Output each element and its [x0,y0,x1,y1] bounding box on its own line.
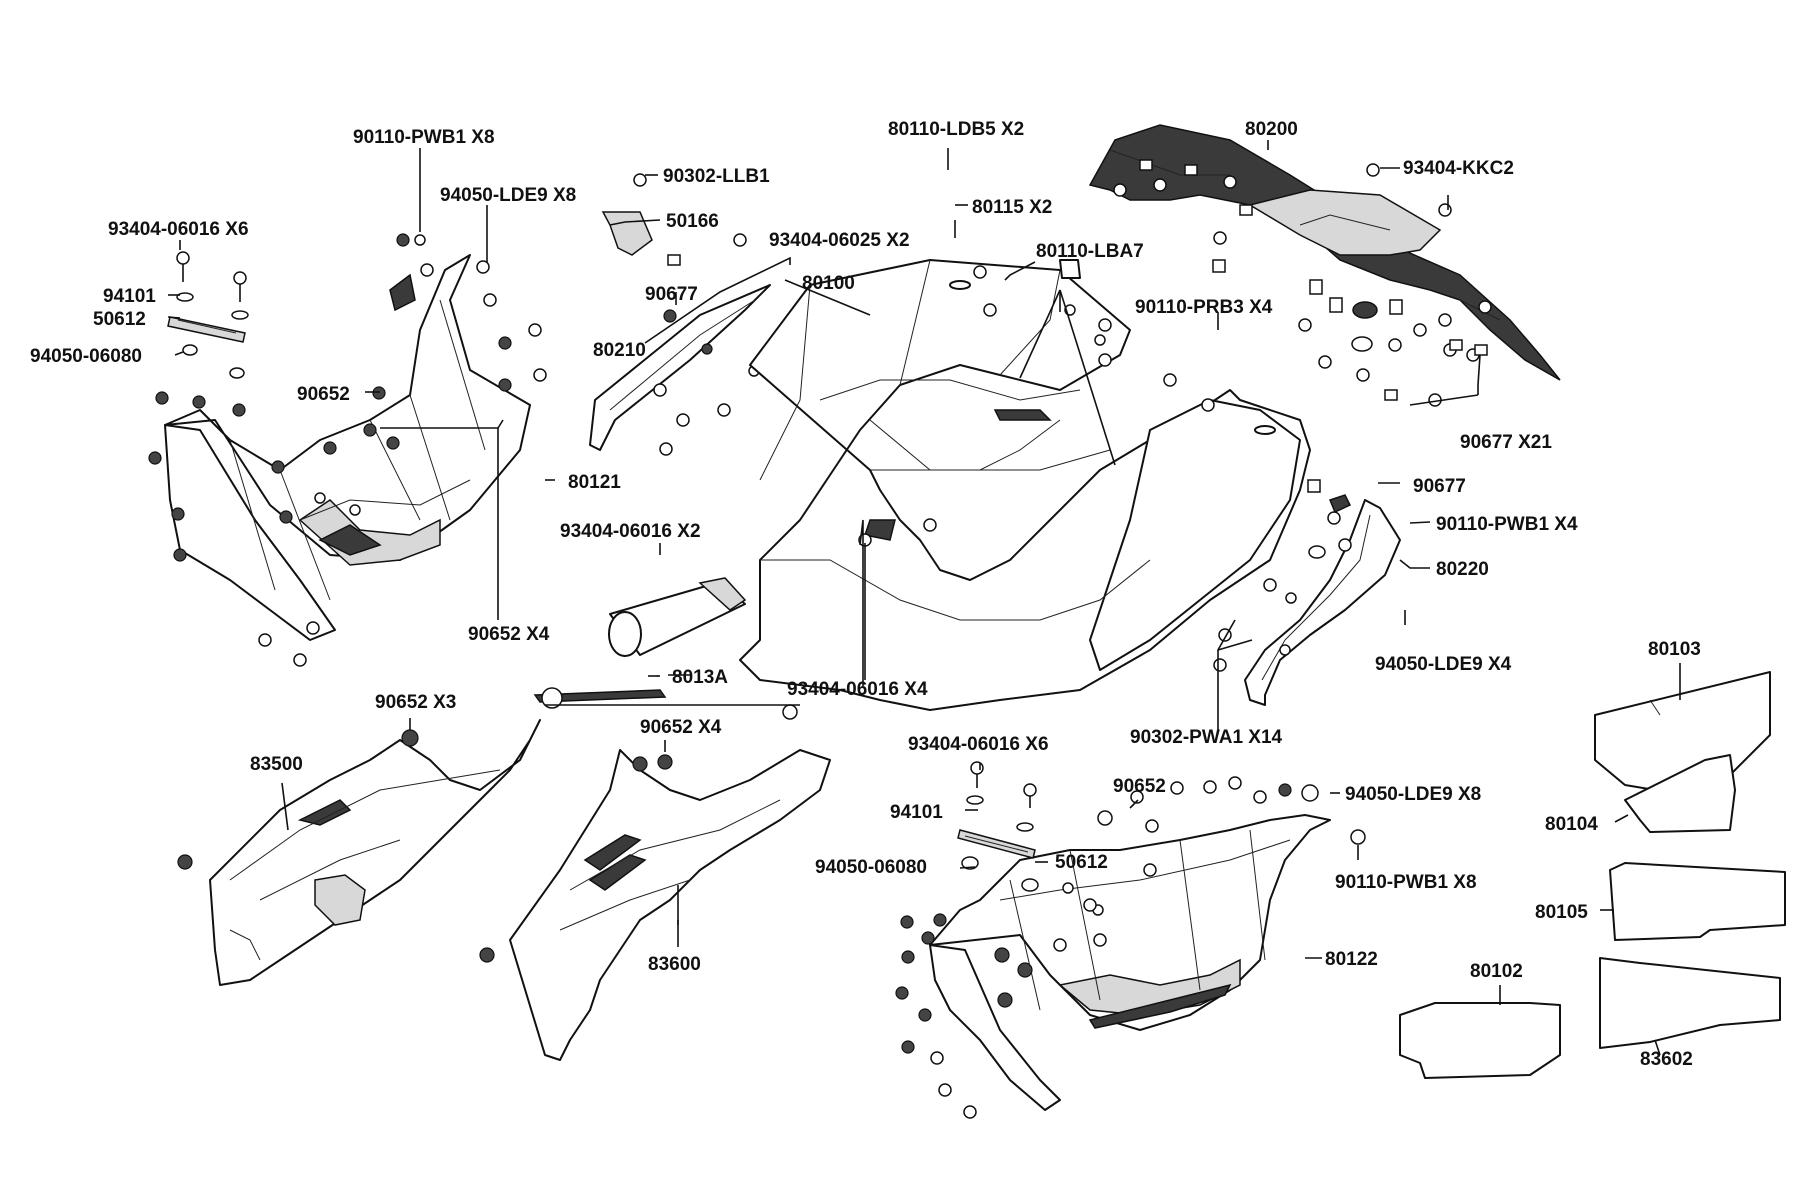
callout-labels: 90110-PWB1 X8 94050-LDE9 X8 93404-06016 … [30,119,1701,1070]
label-80122: 80122 [1325,949,1378,970]
right-hardware-group [895,761,1366,1119]
label-80100: 80100 [802,273,855,294]
decal-80104 [1624,754,1736,833]
label-90110-PWB1-x8-top: 90110-PWB1 X8 [353,127,495,148]
label-80104: 80104 [1545,814,1598,835]
label-90652-x4-middle: 90652 X4 [640,717,722,738]
part-80210-bracket [589,173,771,456]
label-94050-06080-left: 94050-06080 [30,346,142,367]
decal-83602 [1599,957,1781,1049]
label-93404-06016-x4: 93404-06016 X4 [787,679,928,700]
part-80200-rack-cover [1088,124,1561,407]
label-93404-06016-x6-right: 93404-06016 X6 [908,734,1049,755]
label-94050-06080-right: 94050-06080 [815,857,927,878]
label-80200: 80200 [1245,119,1298,140]
part-8013A-tool-tube [533,577,747,709]
label-50612-right: 50612 [1055,852,1108,873]
label-90652-right: 90652 [1113,776,1166,797]
label-8013A: 8013A [672,667,728,688]
part-80122-right-footrest [929,814,1331,1111]
label-93404-06016-x2: 93404-06016 X2 [560,521,701,542]
label-80103: 80103 [1648,639,1701,660]
label-90110-PWB1-x8-right: 90110-PWB1 X8 [1335,872,1477,893]
label-90302-LLB1: 90302-LLB1 [663,166,770,187]
label-94050-LDE9-x8-right: 94050-LDE9 X8 [1345,784,1481,805]
decal-80102 [1399,1002,1561,1079]
label-90677-right: 90677 [1413,476,1466,497]
label-83600: 83600 [648,954,701,975]
leader-lines [167,140,1681,1056]
part-83600-side-panel [479,704,831,1061]
label-83602: 83602 [1640,1049,1693,1070]
label-80210: 80210 [593,340,646,361]
label-94101-right: 94101 [890,802,943,823]
label-90652-left: 90652 [297,384,350,405]
part-83500-side-panel [177,719,541,986]
label-50166: 50166 [666,211,719,232]
label-93404-06025-x2: 93404-06025 X2 [769,230,910,251]
label-90652-x3: 90652 X3 [375,692,456,713]
label-80110-LBA7: 80110-LBA7 [1036,241,1144,262]
label-90302-PWA1-x14: 90302-PWA1 X14 [1130,727,1283,748]
label-80105: 80105 [1535,902,1588,923]
label-90110-PRB3-x4: 90110-PRB3 X4 [1135,297,1273,318]
label-93404-06016-x6-left: 93404-06016 X6 [108,219,249,240]
label-80102: 80102 [1470,961,1523,982]
label-94101-left: 94101 [103,286,156,307]
label-80121: 80121 [568,472,621,493]
label-93404-KKC2: 93404-KKC2 [1403,158,1514,179]
left-hardware-group [148,233,547,667]
label-83500: 83500 [250,754,303,775]
label-94050-LDE9-x8-top: 94050-LDE9 X8 [440,185,576,206]
label-80115-x2: 80115 X2 [972,197,1052,218]
part-80220-bracket [1244,479,1401,706]
label-90652-x4-left: 90652 X4 [468,624,550,645]
label-80220: 80220 [1436,559,1489,580]
label-94050-LDE9-x4: 94050-LDE9 X4 [1375,654,1512,675]
label-90677-x21: 90677 X21 [1460,432,1552,453]
decal-sheets [1399,671,1786,1079]
part-80121-left-footrest [164,254,531,641]
label-80110-LDB5-x2: 80110-LDB5 X2 [888,119,1024,140]
label-90110-PWB1-x4: 90110-PWB1 X4 [1436,514,1578,535]
part-80100-rear-fender [739,259,1311,711]
label-90677-left: 90677 [645,284,698,305]
decal-80105 [1609,862,1786,941]
label-50612-left: 50612 [93,309,146,330]
